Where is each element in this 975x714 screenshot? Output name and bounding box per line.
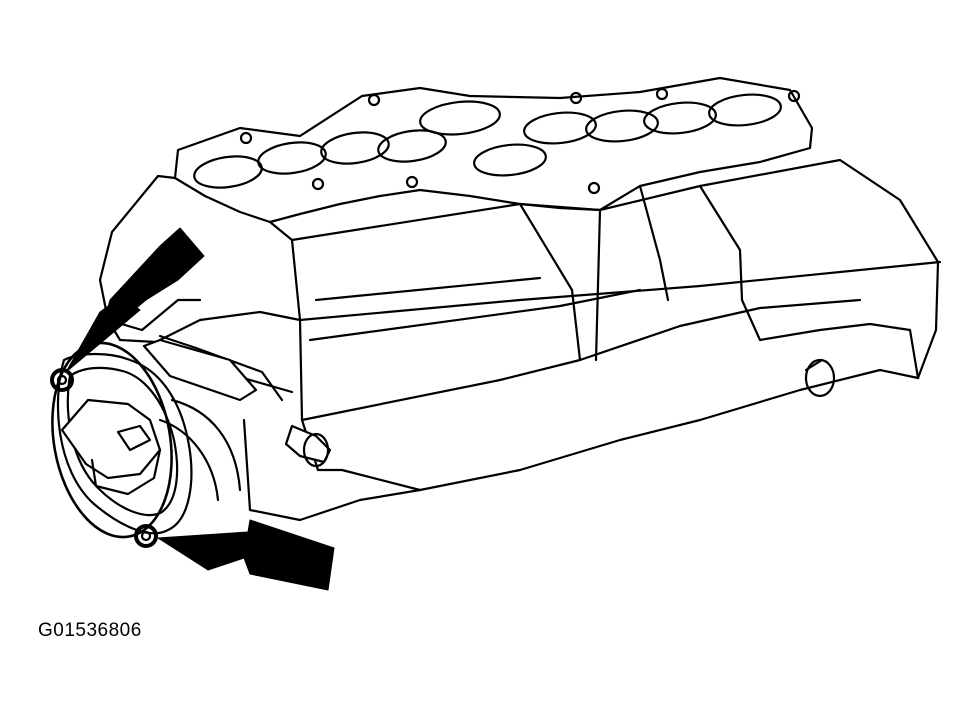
manifold-body <box>100 160 940 520</box>
manifold-flange <box>175 78 812 222</box>
arrow-left-icon <box>158 520 334 590</box>
figure-code: G01536806 <box>38 620 142 641</box>
valve-assembly <box>38 333 240 546</box>
arrow-down-left-icon <box>66 296 140 372</box>
